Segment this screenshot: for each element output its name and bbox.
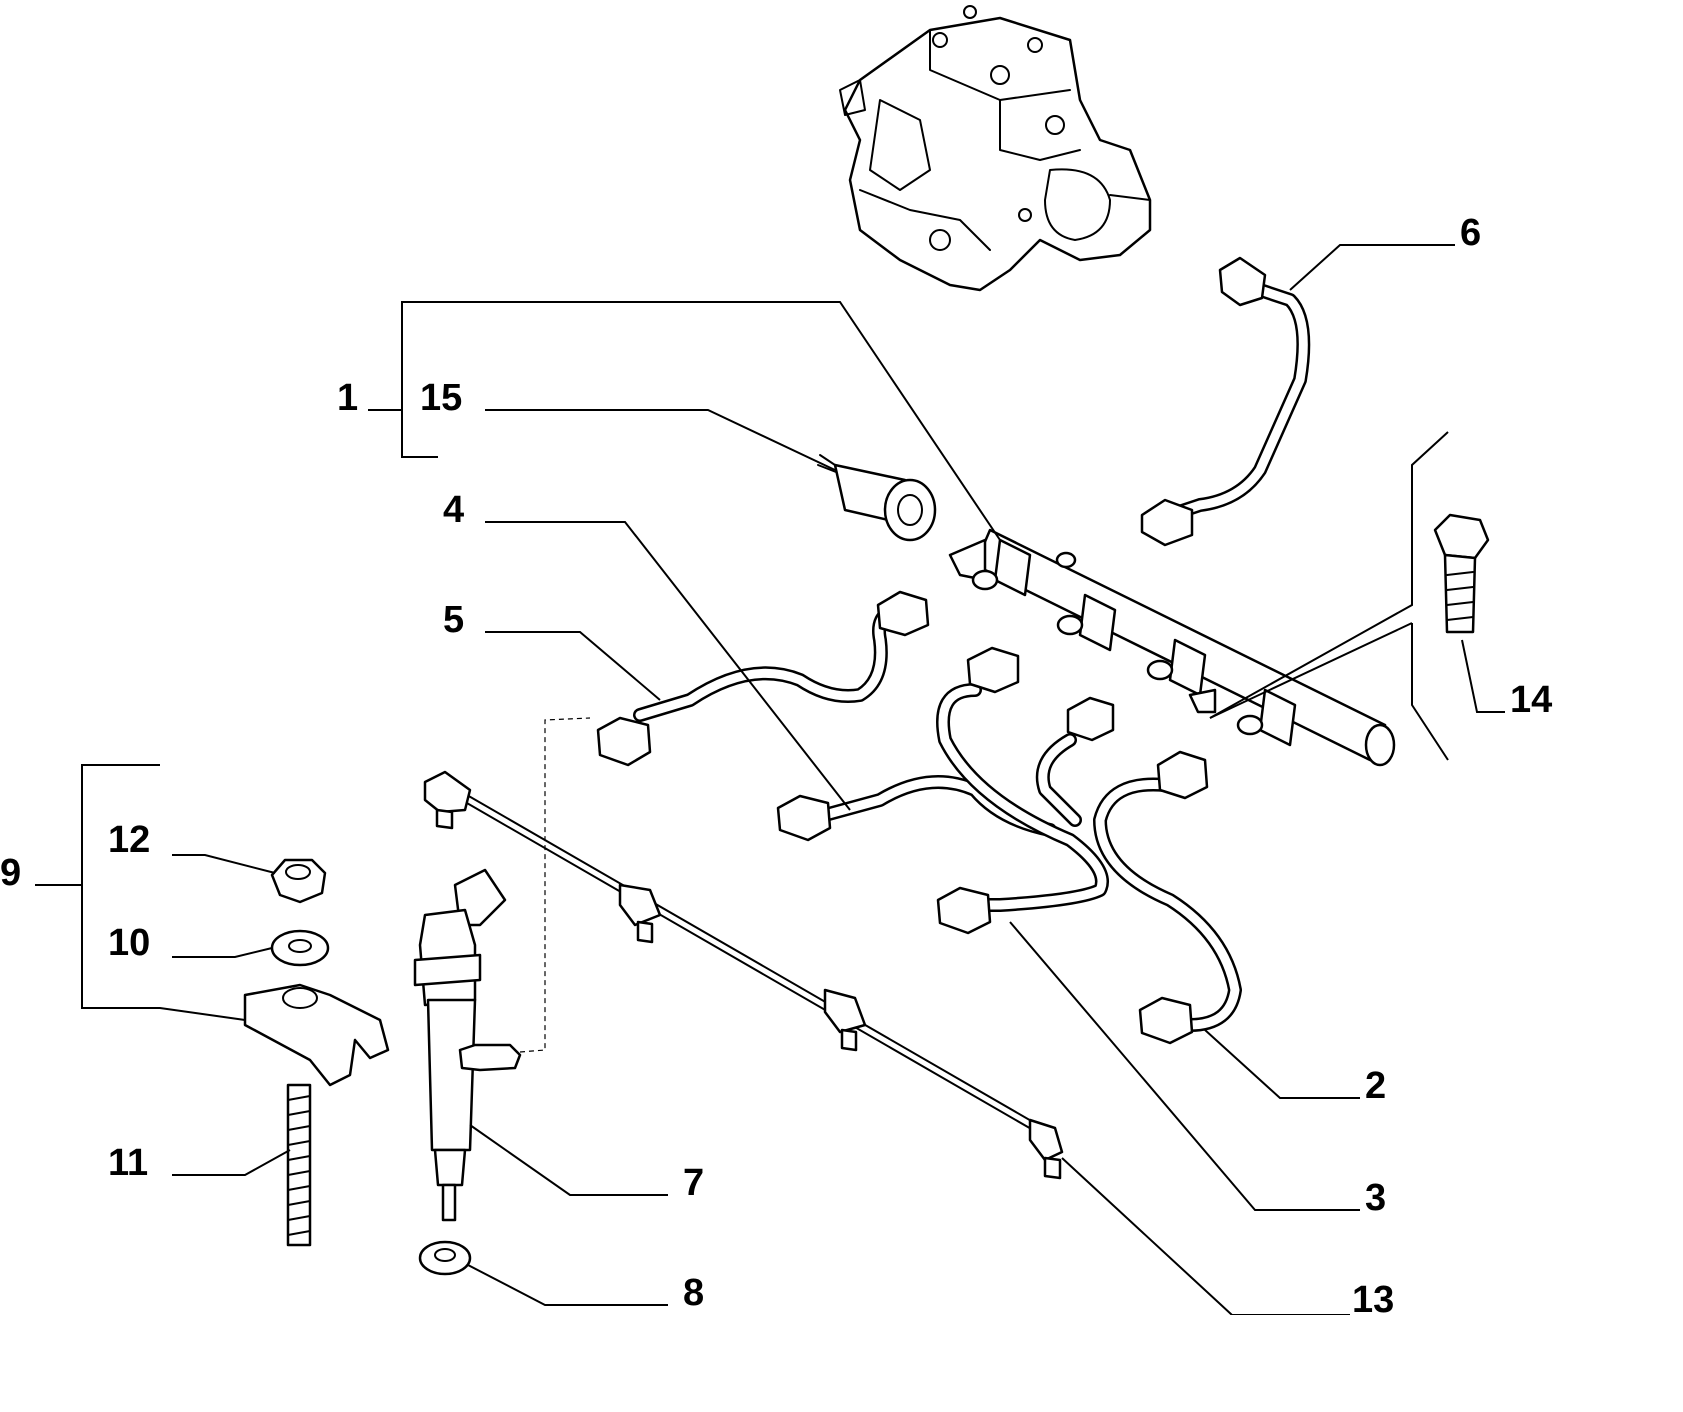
callout-1: 1 (337, 377, 358, 419)
high-pressure-pump (839, 5, 1152, 292)
callout-2: 2 (1365, 1065, 1386, 1107)
common-rail-1 (948, 528, 1396, 767)
callout-4: 4 (443, 489, 464, 531)
callout-12: 12 (108, 819, 150, 861)
callout-13: 13 (1352, 1279, 1394, 1315)
callout-14: 14 (1510, 679, 1552, 721)
callout-11: 11 (108, 1142, 148, 1184)
callout-7: 7 (683, 1162, 704, 1204)
washer-10 (270, 929, 330, 967)
callout-6: 6 (1460, 212, 1481, 254)
exploded-parts-diagram: 1 15 4 5 6 14 2 3 13 7 8 9 12 10 11 (0, 5, 1552, 1315)
fuel-pipe-2 (1093, 750, 1242, 1045)
bolt-14 (1433, 513, 1490, 634)
callout-10: 10 (108, 922, 150, 964)
callout-15: 15 (420, 377, 462, 419)
leader-lines (35, 244, 1505, 1315)
pressure-sensor-15 (817, 454, 937, 542)
callout-8: 8 (683, 1272, 704, 1314)
fuel-pipe-3 (936, 646, 1115, 935)
callout-labels: 1 15 4 5 6 14 2 3 13 7 8 9 12 10 11 (0, 212, 1552, 1315)
callout-9: 9 (0, 852, 21, 894)
fuel-pipe-5 (596, 590, 930, 767)
stud-11 (286, 1083, 312, 1247)
injector-7 (413, 717, 591, 1222)
nut-12 (270, 858, 327, 904)
fuel-pipe-6 (1140, 256, 1311, 547)
return-line-13 (423, 770, 1064, 1180)
washer-8 (418, 1240, 472, 1276)
clamp-9 (243, 983, 390, 1087)
callout-5: 5 (443, 599, 464, 641)
callout-3: 3 (1365, 1177, 1386, 1219)
